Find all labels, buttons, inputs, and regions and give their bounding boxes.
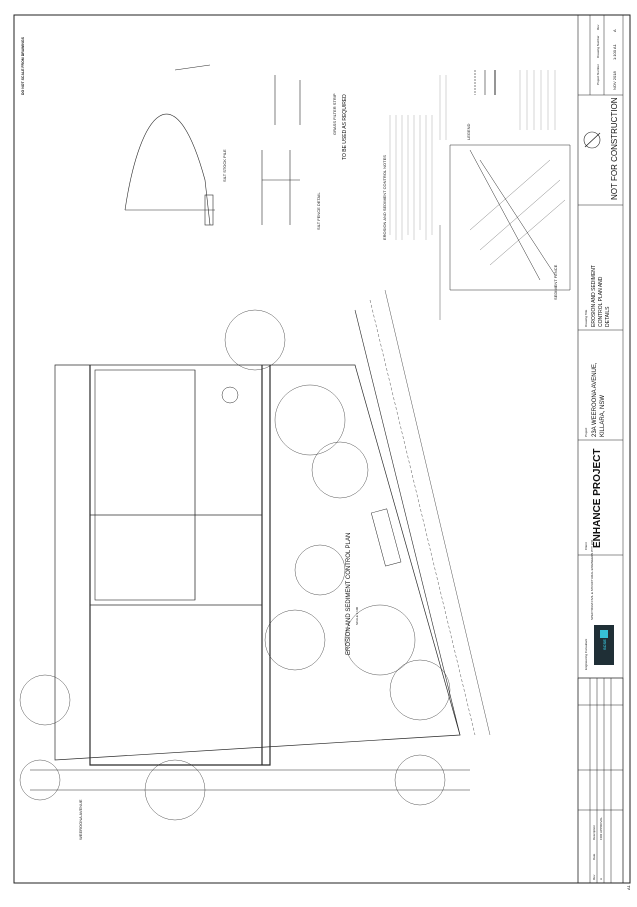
drawing-scale: 1:100 A1 [612,44,617,60]
plan-title: EROSION AND SEDIMENT CONTROL PLAN [346,532,352,655]
scale-warning: DO NOT SCALE FROM DRAWINGS [21,37,25,95]
site-plan [19,289,491,821]
title-block [577,15,624,884]
drawing-title-line2: CONTROL PLAN AND [598,276,604,327]
revision-column-rev: Rev [592,874,596,880]
drawing-date: NOV 2018 [612,71,617,90]
project-number-label: Project Number [596,64,600,85]
drawing-revision: A [612,29,617,32]
use-note: TO BE USED AS REQUIRED [342,94,348,160]
drawing-number-label: Drawing Number [596,35,600,58]
stockpile-detail-title: SILT STOCK PILE [222,149,227,182]
silt-fence-detail-title: SILT FENCE DETAIL [316,192,321,230]
street-label: WEEROONA AVENUE [78,799,83,840]
drawing-title-label: Drawing Title [584,309,588,327]
revision-column-date: Date [592,853,596,860]
project-address-line2: KILLARA, NSW [600,394,606,437]
project-label: Project [584,427,588,437]
logo-mark [600,630,608,638]
detail-drawings [124,64,571,320]
project-address-line1: 23A WEEROONA AVENUE, [592,362,598,437]
consultant-name: SPECTRUM CIVIL & STRUCTURAL ENGINEERS PT… [590,539,594,620]
revision-column-description: Description [592,824,596,840]
sediment-fence-title: SEDIMENT FENCE [553,264,558,300]
plan-scale: SCALE 1:100 [355,606,359,625]
notes-title: EROSION AND SEDIMENT CONTROL NOTES [382,155,387,240]
grass-filter-detail-title: GRASS FILTER STRIP [332,93,337,136]
logo-text: SCSE [602,639,607,650]
revision-row-description: FOR APPROVAL [599,817,603,840]
drawing-title-line3: DETAILS [605,306,611,327]
north-arrow-icon [583,131,601,149]
revision-label: Rev [596,24,600,30]
drawing-title-line1: EROSION AND SEDIMENT [591,265,597,327]
revision-row-rev: A [599,877,603,880]
client-label: Client [584,542,588,550]
consultant-logo [594,625,614,665]
client-name: ENHANCE PROJECT [592,448,603,548]
status-stamp: NOT FOR CONSTRUCTION [610,97,619,200]
page-marker: A1 [626,885,631,890]
sheet-border [13,14,631,884]
legend-title: LEGEND [466,123,471,140]
consultant-label: Engineering Consultant [584,638,588,670]
